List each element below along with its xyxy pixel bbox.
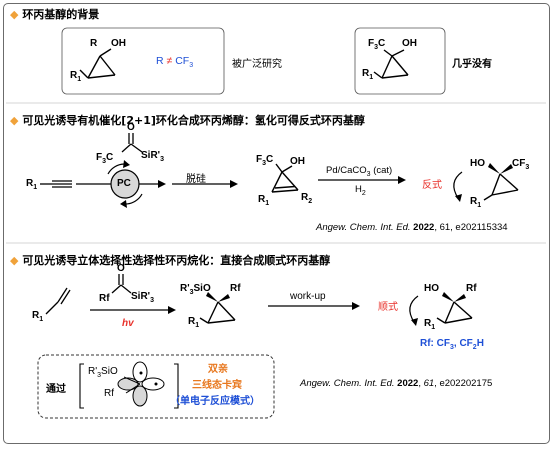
section-header-background: ◆ 环丙基醇的背景 bbox=[10, 6, 99, 22]
alkene-R1-label: R1 bbox=[32, 310, 44, 323]
silyl-label: SiR'3 bbox=[141, 150, 164, 163]
product-R1-label: R1 bbox=[188, 316, 200, 329]
condition-r-not-cf3: R ≠ CF3 bbox=[156, 55, 194, 70]
final-ho-label: HO bbox=[470, 158, 485, 169]
reagent-rf-label: Rf bbox=[99, 293, 110, 304]
section-title: 可见光诱导有机催化[2+1]环化合成环丙烯醇：氢化可得反式环丙基醇 bbox=[22, 114, 365, 127]
cf3-cyclopropanol-box bbox=[354, 27, 446, 95]
arrow-head-icon bbox=[168, 306, 176, 314]
silyloxy-cyclopropane bbox=[199, 301, 236, 324]
carbonyl-oxygen-label: O bbox=[127, 122, 135, 133]
wedge-bond-icon bbox=[218, 294, 230, 302]
right-bracket-icon bbox=[174, 363, 179, 409]
substituent-R: R bbox=[90, 38, 98, 49]
carbonyl-oxygen-label: O bbox=[117, 263, 125, 274]
arrow-head-icon bbox=[120, 200, 127, 208]
cyclopropane-ring bbox=[373, 49, 409, 79]
trans-cyclopropanol bbox=[483, 173, 519, 201]
arrow-head-icon bbox=[411, 318, 418, 326]
silyloxy-label: R'3SiO bbox=[180, 283, 211, 296]
desilylation-label: 脱硅 bbox=[186, 174, 206, 185]
curved-arrow-icon bbox=[453, 171, 463, 199]
widely-studied-caption: 被广泛研究 bbox=[232, 59, 282, 70]
alkyne-R1-label: R1 bbox=[26, 178, 38, 191]
reagent-cf3-label: F3C bbox=[96, 152, 114, 165]
carbene-intermediate-box bbox=[37, 354, 275, 419]
workup-label: work-up bbox=[290, 291, 326, 302]
radical-dot-icon bbox=[139, 371, 143, 375]
almost-none-caption: 几乎没有 bbox=[452, 59, 492, 70]
arrow-head-icon bbox=[455, 194, 462, 202]
section-header-scheme1: ◆ 可见光诱导有机催化[2+1]环化合成环丙烯醇：氢化可得反式环丙基醇 bbox=[10, 112, 365, 128]
product-R1-label: R1 bbox=[258, 194, 270, 207]
cis-cyclopropanol bbox=[436, 301, 473, 324]
trans-label: 反式 bbox=[422, 180, 442, 191]
section-header-scheme2: ◆ 可见光诱导立体选择性选择性环丙烷化：直接合成顺式环丙基醇 bbox=[10, 252, 330, 268]
hydroxyl-label: OH bbox=[111, 38, 126, 49]
cyclopropane-ring bbox=[79, 48, 116, 79]
section-title: 可见光诱导立体选择性选择性环丙烷化：直接合成顺式环丙基醇 bbox=[22, 254, 331, 267]
arrow-head-icon bbox=[398, 176, 406, 184]
product-oh-label: OH bbox=[290, 156, 305, 167]
arrow-head-icon bbox=[352, 302, 360, 310]
final-R1-label: R1 bbox=[424, 318, 436, 331]
wedge-bond-icon bbox=[488, 163, 500, 174]
acylsilane-reagent bbox=[111, 274, 132, 294]
bullet-icon: ◆ bbox=[10, 114, 19, 127]
acylsilane-reagent bbox=[121, 133, 143, 153]
cyclopropenol-ring bbox=[271, 163, 299, 193]
triplet-carbene-orbitals bbox=[117, 361, 165, 407]
cis-label: 顺式 bbox=[378, 302, 398, 313]
final-R1-label: R1 bbox=[470, 196, 482, 209]
arrow-head-icon bbox=[123, 160, 130, 168]
cycle-arrow-icon bbox=[125, 193, 143, 205]
wedge-bond-icon bbox=[442, 292, 454, 302]
substituent-R1: R1 bbox=[362, 68, 374, 81]
product-cf3-label: F3C bbox=[256, 154, 274, 167]
wedge-bond-icon bbox=[454, 294, 466, 302]
via-label: 通过 bbox=[46, 384, 66, 395]
citation-scheme2: Angew. Chem. Int. Ed. 2022, 61, e2022021… bbox=[300, 378, 493, 389]
alkene-substrate bbox=[45, 287, 71, 315]
carbene-silyloxy-label: R'3SiO bbox=[88, 366, 118, 379]
single-electron-mode-label: （单电子反应模式） bbox=[170, 396, 260, 407]
wedge-bond-icon bbox=[500, 164, 513, 174]
known-cyclopropanol-box bbox=[61, 27, 225, 95]
curved-arrow-icon bbox=[409, 295, 419, 323]
section-title: 环丙基醇的背景 bbox=[22, 8, 100, 21]
light-hv-label: hv bbox=[122, 318, 134, 329]
final-cf3-label: CF3 bbox=[512, 158, 530, 171]
bullet-icon: ◆ bbox=[10, 8, 19, 21]
product-R2-label: R2 bbox=[301, 192, 313, 205]
bullet-icon: ◆ bbox=[10, 254, 19, 267]
final-rf-label: Rf bbox=[466, 283, 477, 294]
hydroxyl-label: OH bbox=[402, 38, 417, 49]
triplet-carbene-label: 三线态卡宾 bbox=[192, 380, 242, 391]
photocatalyst-circle bbox=[110, 169, 140, 199]
silyl-label: SiR'3 bbox=[131, 291, 154, 304]
substituent-R1: R1 bbox=[70, 70, 82, 83]
product-rf-label: Rf bbox=[230, 283, 241, 294]
left-bracket-icon bbox=[79, 363, 84, 409]
arrow-head-icon bbox=[230, 180, 238, 188]
final-ho-label: HO bbox=[424, 283, 439, 294]
radical-dot-icon bbox=[154, 382, 158, 386]
rf-definition-label: Rf: CF3, CF2H bbox=[420, 338, 484, 351]
amphiphilic-label: 双亲 bbox=[208, 364, 228, 375]
alkyne-bond bbox=[40, 180, 72, 188]
hydrogen-label: H2 bbox=[355, 184, 366, 197]
photocatalyst-label: PC bbox=[117, 178, 131, 189]
citation-scheme1: Angew. Chem. Int. Ed. 2022, 61, e2021153… bbox=[316, 222, 508, 233]
hydrogenation-catalyst-label: Pd/CaCO3 (cat) bbox=[326, 165, 393, 178]
trifluoromethyl-label: F3C bbox=[368, 38, 386, 51]
cycle-arrow-icon bbox=[107, 163, 125, 175]
wedge-bond-icon bbox=[206, 292, 218, 302]
outer-frame bbox=[3, 3, 550, 444]
carbene-rf-label: Rf bbox=[104, 388, 114, 399]
arrow-head-icon bbox=[158, 180, 166, 188]
